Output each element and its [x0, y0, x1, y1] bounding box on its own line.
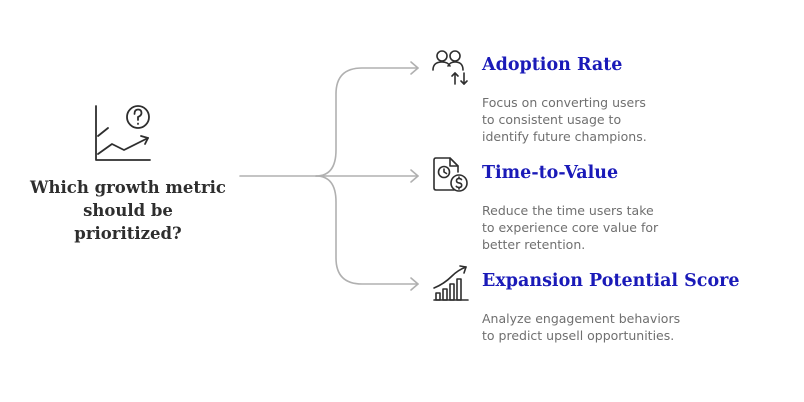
arrowhead-bottom	[410, 277, 419, 291]
option-description: Focus on converting users to consistent …	[482, 95, 647, 144]
clock-dollar-document-icon	[432, 156, 470, 194]
growth-bars-icon	[432, 264, 470, 302]
option-description: Analyze engagement behaviors to predict …	[482, 311, 681, 343]
option-title: Time-to-Value	[482, 163, 619, 183]
option-description: Reduce the time users take to experience…	[482, 203, 659, 252]
connector-branch-bottom	[315, 175, 419, 285]
growth-chart-question-icon	[90, 100, 154, 166]
arrowhead-top	[410, 61, 419, 75]
connector-branch-top	[315, 67, 419, 177]
option-title: Expansion Potential Score	[482, 271, 740, 291]
users-arrows-icon	[432, 48, 470, 86]
arrowhead-middle	[410, 169, 419, 183]
option-title: Adoption Rate	[482, 55, 623, 75]
question-text: Which growth metric should be prioritize…	[30, 178, 226, 243]
